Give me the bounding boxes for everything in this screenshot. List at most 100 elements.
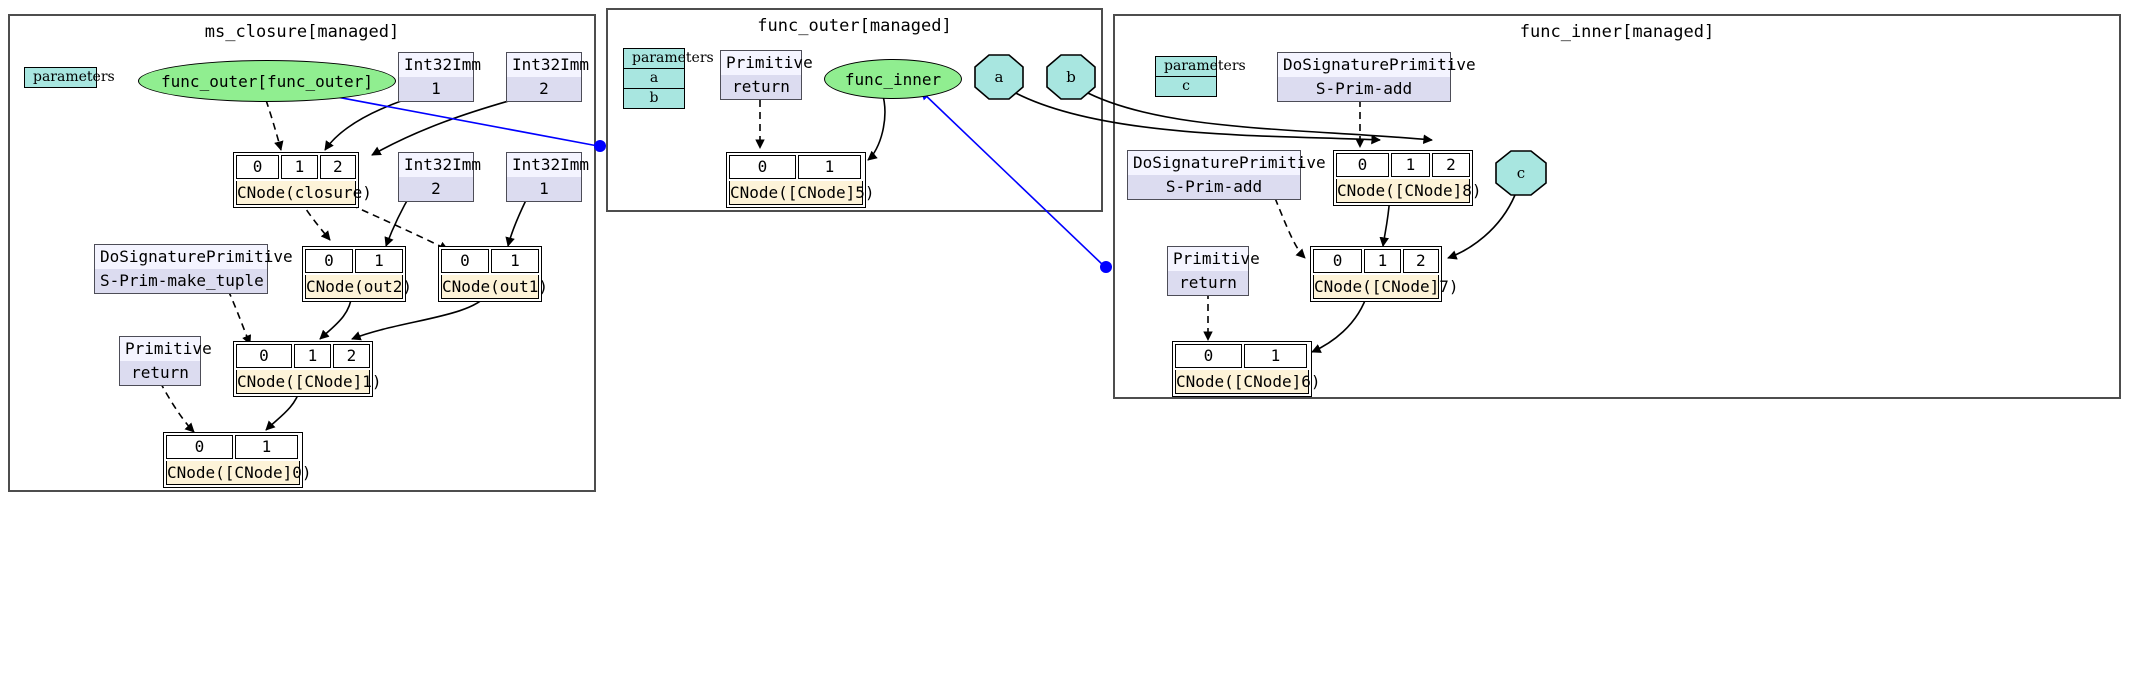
cnode-7-ports: 0 1 2: [1313, 249, 1439, 273]
parameters-header: parameters: [33, 69, 115, 85]
cnode-out2-port-1[interactable]: 1: [355, 249, 403, 273]
node-cnode-out2[interactable]: 0 1 CNode(out2): [302, 246, 412, 302]
node-octagon-a[interactable]: a: [974, 54, 1024, 100]
octagon-a-label: a: [994, 68, 1004, 86]
int32imm-1-mid-type: Int32Imm: [507, 153, 589, 177]
cnode-8-port-1[interactable]: 1: [1391, 153, 1430, 177]
cnode-5-port-1[interactable]: 1: [798, 155, 861, 179]
cnode-out2-ports: 0 1: [305, 249, 403, 273]
func-inner-return-name: return: [1168, 271, 1248, 295]
cnode-closure-port-1[interactable]: 1: [281, 155, 318, 179]
node-prim-add-top: DoSignaturePrimitive S-Prim-add: [1277, 52, 1476, 102]
cluster-func-inner-title: func_inner[managed]: [1519, 22, 1715, 42]
func-outer-return-type: Primitive: [721, 51, 813, 75]
cnode-8-port-2[interactable]: 2: [1432, 153, 1470, 177]
cnode-1-label: CNode([CNode]1): [236, 370, 382, 394]
node-cnode-out1[interactable]: 0 1 CNode(out1): [438, 246, 548, 302]
cnode-8-ports: 0 1 2: [1336, 153, 1470, 177]
node-func-outer-return: Primitive return: [720, 50, 813, 100]
int32imm-1-top-value: 1: [399, 77, 473, 101]
int32imm-2-top-value: 2: [507, 77, 581, 101]
prim-add-top-type: DoSignaturePrimitive: [1278, 53, 1476, 77]
func-outer-parameters-table: parameters a b: [623, 48, 714, 109]
int32imm-2-top-type: Int32Imm: [507, 53, 589, 77]
node-ms-closure-return: Primitive return: [119, 336, 212, 386]
node-prim-make-tuple: DoSignaturePrimitive S-Prim-make_tuple: [94, 244, 293, 294]
func-outer-parameter-b: b: [649, 90, 659, 106]
node-cnode-8[interactable]: 0 1 2 CNode([CNode]8): [1333, 150, 1482, 206]
cnode-5-label: CNode([CNode]5): [729, 181, 875, 205]
cnode-8-label: CNode([CNode]8): [1336, 179, 1482, 203]
octagon-b-label: b: [1066, 68, 1076, 86]
node-cnode-7[interactable]: 0 1 2 CNode([CNode]7): [1310, 246, 1459, 302]
func-inner-ellipse-label: func_inner: [844, 69, 942, 89]
cluster-ms-closure-title: ms_closure[managed]: [204, 22, 400, 42]
node-cnode-1[interactable]: 0 1 2 CNode([CNode]1): [233, 341, 382, 397]
func-inner-return-type: Primitive: [1168, 247, 1260, 271]
cnode-0-ports: 0 1: [166, 435, 300, 459]
int32imm-2-mid-value: 2: [399, 177, 473, 201]
func-outer-return-name: return: [721, 75, 801, 99]
func-inner-parameter-c: c: [1182, 78, 1190, 94]
node-cnode-closure[interactable]: 0 1 2 CNode(closure): [233, 152, 372, 208]
node-octagon-b[interactable]: b: [1046, 54, 1096, 100]
cnode-7-port-0[interactable]: 0: [1313, 249, 1363, 273]
cnode-0-port-1[interactable]: 1: [235, 435, 298, 459]
node-cnode-6[interactable]: 0 1 CNode([CNode]6): [1172, 341, 1321, 397]
cnode-5-port-0[interactable]: 0: [729, 155, 796, 179]
cluster-ms-closure: ms_closure[managed]: [8, 14, 596, 492]
octagon-c-label: c: [1516, 164, 1526, 182]
cnode-closure-port-0[interactable]: 0: [236, 155, 280, 179]
prim-make-tuple-name: S-Prim-make_tuple: [95, 269, 267, 293]
func-inner-parameters-header: parameters: [1156, 57, 1246, 77]
node-cnode-0[interactable]: 0 1 CNode([CNode]0): [163, 432, 312, 488]
cnode-out2-port-0[interactable]: 0: [305, 249, 353, 273]
cnode-1-port-1[interactable]: 1: [294, 344, 331, 368]
cnode-closure-label: CNode(closure): [236, 181, 372, 205]
int32imm-2-mid-type: Int32Imm: [399, 153, 481, 177]
cnode-7-port-1[interactable]: 1: [1364, 249, 1401, 273]
int32imm-1-top-type: Int32Imm: [399, 53, 481, 77]
ms-closure-return-name: return: [120, 361, 200, 385]
func-outer-parameter-a: a: [624, 69, 684, 89]
cnode-7-port-2[interactable]: 2: [1402, 249, 1439, 273]
node-int32imm-1-top: Int32Imm 1: [398, 52, 481, 102]
int32imm-1-mid-value: 1: [507, 177, 581, 201]
func-inner-parameters-table: parameters c: [1155, 56, 1246, 97]
cnode-6-port-0[interactable]: 0: [1175, 344, 1242, 368]
node-func-outer-ellipse[interactable]: func_outer[func_outer]: [138, 60, 396, 102]
cnode-1-ports: 0 1 2: [236, 344, 370, 368]
cnode-1-port-0[interactable]: 0: [236, 344, 292, 368]
node-prim-add-left: DoSignaturePrimitive S-Prim-add: [1127, 150, 1326, 200]
cnode-0-label: CNode([CNode]0): [166, 461, 312, 485]
func-outer-ellipse-label: func_outer[func_outer]: [161, 71, 373, 91]
node-octagon-c[interactable]: c: [1495, 150, 1547, 196]
cnode-1-port-2[interactable]: 2: [333, 344, 370, 368]
cnode-out1-port-0[interactable]: 0: [441, 249, 489, 273]
cnode-8-port-0[interactable]: 0: [1336, 153, 1389, 177]
ms-closure-return-type: Primitive: [120, 337, 212, 361]
cnode-7-label: CNode([CNode]7): [1313, 275, 1459, 299]
node-int32imm-1-mid: Int32Imm 1: [506, 152, 589, 202]
cnode-5-ports: 0 1: [729, 155, 863, 179]
cnode-6-port-1[interactable]: 1: [1244, 344, 1307, 368]
node-int32imm-2-mid: Int32Imm 2: [398, 152, 481, 202]
node-cnode-5[interactable]: 0 1 CNode([CNode]5): [726, 152, 875, 208]
cluster-func-outer-title: func_outer[managed]: [757, 16, 952, 36]
cnode-closure-port-2[interactable]: 2: [319, 155, 356, 179]
ms-closure-parameters-table: parameters: [24, 67, 115, 88]
cnode-out2-label: CNode(out2): [305, 275, 412, 299]
cnode-out1-label: CNode(out1): [441, 275, 548, 299]
func-outer-parameters-header: parameters: [624, 49, 714, 69]
octagon-c-shape: [1495, 150, 1547, 196]
cnode-6-label: CNode([CNode]6): [1175, 370, 1321, 394]
prim-add-left-type: DoSignaturePrimitive: [1128, 151, 1326, 175]
cnode-out1-port-1[interactable]: 1: [491, 249, 539, 273]
node-func-inner-ellipse[interactable]: func_inner: [824, 59, 962, 99]
cnode-out1-ports: 0 1: [441, 249, 539, 273]
cnode-closure-ports: 0 1 2: [236, 155, 356, 179]
prim-make-tuple-type: DoSignaturePrimitive: [95, 245, 293, 269]
cnode-0-port-0[interactable]: 0: [166, 435, 233, 459]
prim-add-left-name: S-Prim-add: [1128, 175, 1300, 199]
